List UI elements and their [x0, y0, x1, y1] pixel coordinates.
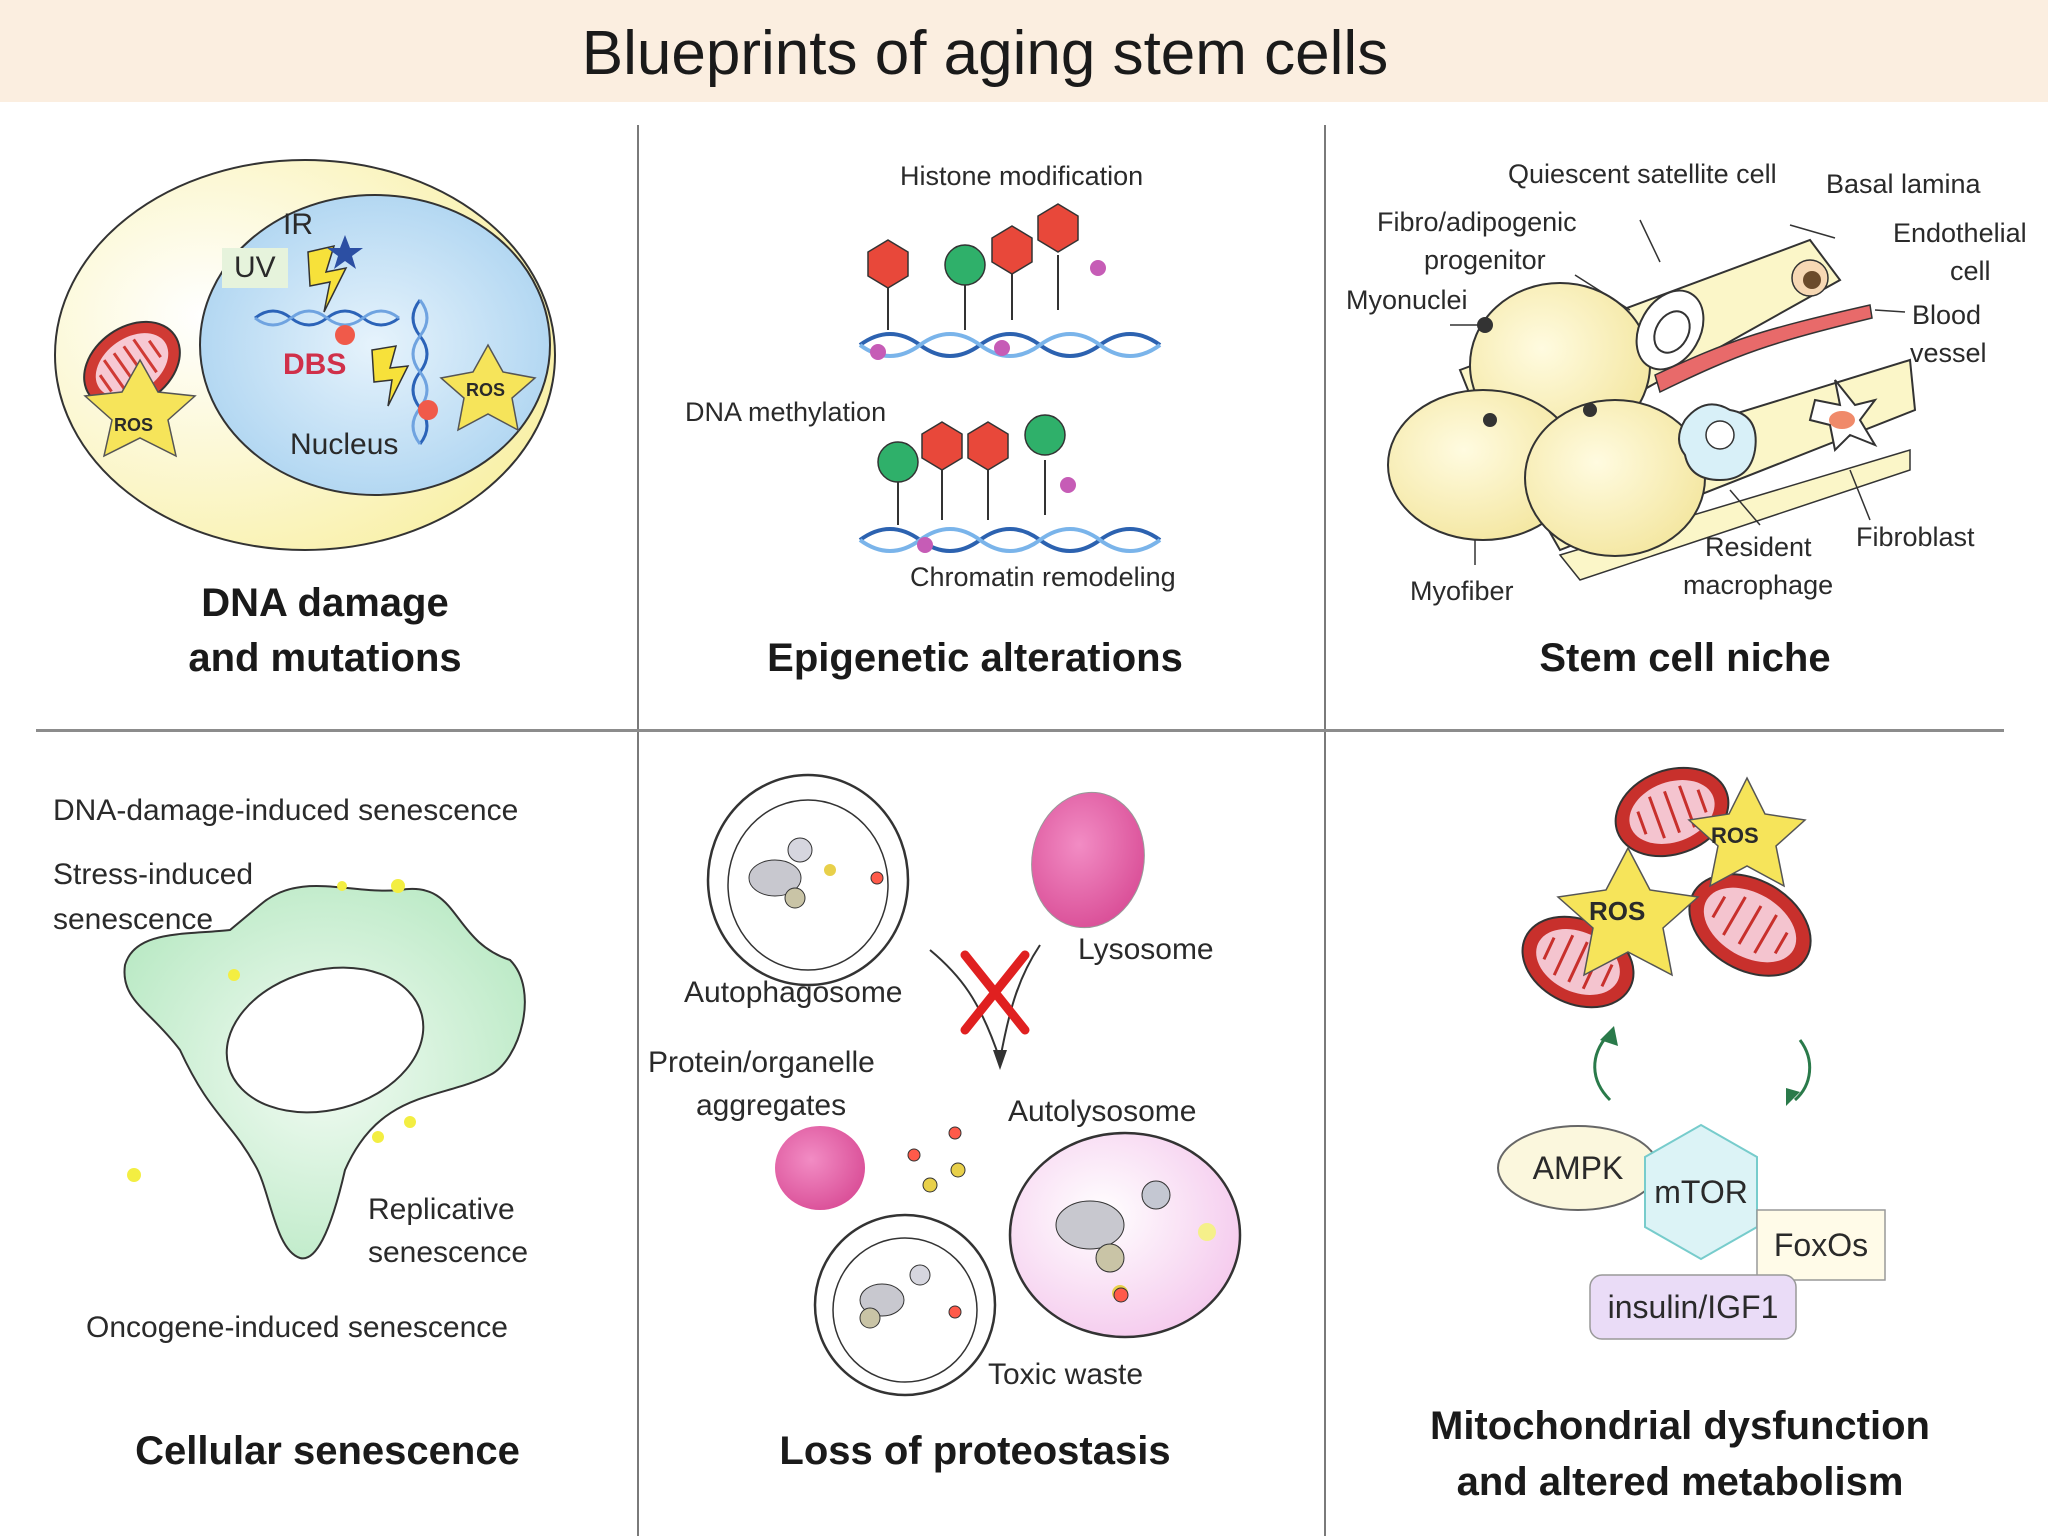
lightning-icon [371, 345, 410, 407]
panel-title-dna-1: DNA damage [201, 581, 449, 625]
label-fibro-1: Fibro/adipogenic [1377, 207, 1577, 237]
label-chromatin: Chromatin remodeling [910, 562, 1176, 592]
label-blood-1: Blood [1912, 300, 1982, 330]
chromatin-illustration-top [858, 203, 1162, 360]
label-basal: Basal lamina [1826, 169, 1981, 199]
label-protein-1: Protein/organelle [648, 1046, 875, 1079]
label-myofiber: Myofiber [1410, 576, 1514, 606]
label-dna-methylation: DNA methylation [685, 397, 887, 427]
node-mtor: mTOR [1654, 1173, 1748, 1210]
chromatin-illustration-bottom [858, 414, 1162, 553]
panel-title-senescence: Cellular senescence [135, 1429, 520, 1473]
label-ros-1: ROS [1711, 823, 1759, 848]
label-histone: Histone modification [900, 161, 1144, 191]
blocked-x-icon [960, 950, 1030, 1035]
label-resident-1: Resident [1705, 532, 1812, 562]
label-endothelial-1: Endothelial [1893, 218, 2027, 248]
star-icon [327, 235, 363, 269]
ros-star-icon [1687, 776, 1807, 888]
node-foxos: FoxOs [1773, 1226, 1869, 1263]
node-insulin: insulin/IGF1 [1607, 1288, 1779, 1325]
label-uv: UV [234, 251, 276, 284]
divider-vertical-1 [637, 125, 639, 1536]
ros-star-icon [439, 343, 537, 432]
label-replicative-2: senescence [368, 1236, 529, 1269]
ros-star-icon [83, 358, 197, 458]
divider-vertical-2 [1324, 125, 1326, 1536]
label-ros-right: ROS [466, 380, 506, 400]
label-autolysosome: Autolysosome [1008, 1095, 1197, 1128]
mitochondria-illustration [1497, 766, 1886, 1340]
label-lysosome: Lysosome [1078, 933, 1214, 966]
panel-title-dna-2: and mutations [188, 636, 462, 680]
label-oncogene: Oncogene-induced senescence [86, 1311, 508, 1344]
label-protein-2: aggregates [696, 1089, 847, 1122]
panel-title-niche: Stem cell niche [1539, 636, 1831, 680]
divider-horizontal [36, 729, 2004, 732]
label-ros-left: ROS [114, 415, 154, 435]
label-replicative-1: Replicative [368, 1193, 515, 1226]
panel-title-mito-2: and altered metabolism [1456, 1460, 1904, 1504]
label-ir: IR [283, 208, 313, 241]
panel-title-proteostasis: Loss of proteostasis [779, 1429, 1171, 1473]
ros-star-icon [1556, 846, 1700, 977]
label-stress-2: senescence [53, 903, 214, 936]
label-fibroblast: Fibroblast [1856, 522, 1975, 552]
label-blood-2: vessel [1910, 338, 1987, 368]
title-band [0, 0, 2048, 102]
panel-title-epigenetic: Epigenetic alterations [767, 636, 1183, 680]
label-fibro-2: progenitor [1424, 245, 1546, 275]
muscle-niche-illustration [1387, 219, 1917, 581]
label-myonuclei: Myonuclei [1346, 285, 1468, 315]
proteostasis-illustration [706, 773, 1242, 1397]
label-stress-1: Stress-induced [53, 858, 254, 891]
label-endothelial-2: cell [1950, 256, 1991, 286]
label-dbs: DBS [283, 348, 347, 381]
label-ros-2: ROS [1589, 896, 1646, 926]
cell-illustration [54, 159, 556, 551]
label-autophagosome: Autophagosome [684, 976, 903, 1009]
label-resident-2: macrophage [1683, 570, 1834, 600]
node-ampk: AMPK [1532, 1149, 1624, 1186]
panel-title-mito-1: Mitochondrial dysfunction [1430, 1404, 1930, 1448]
label-nucleus: Nucleus [290, 428, 399, 461]
label-quiescent: Quiescent satellite cell [1508, 159, 1777, 189]
label-dna-damage-senescence: DNA-damage-induced senescence [53, 794, 519, 827]
page-title: Blueprints of aging stem cells [581, 19, 1389, 88]
label-toxic: Toxic waste [988, 1358, 1144, 1391]
senescent-cell-illustration [123, 879, 526, 1260]
